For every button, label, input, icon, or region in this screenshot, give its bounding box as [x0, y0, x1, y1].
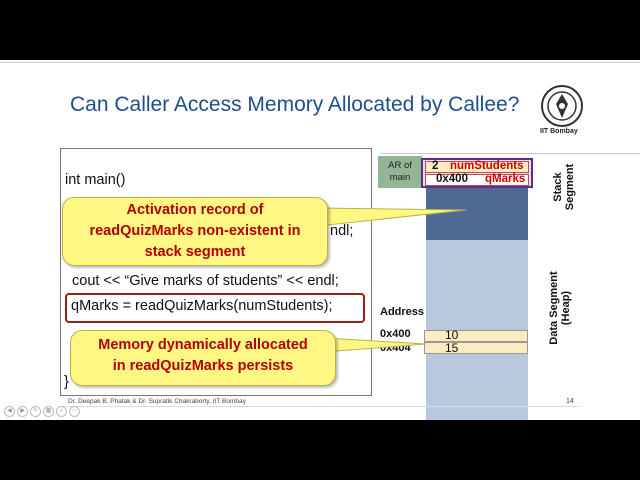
address-label: Address	[380, 306, 425, 318]
iit-bombay-logo-icon	[541, 85, 583, 127]
bottom-rule	[60, 406, 580, 407]
callout-pointers	[317, 207, 467, 353]
footer-credits: Dr. Deepak B. Phatak & Dr. Supratik Chak…	[68, 398, 246, 405]
numstudents-value: 2	[432, 160, 439, 172]
top-rule	[0, 62, 640, 63]
page-number: 14	[566, 398, 574, 405]
more-icon[interactable]: ⋯	[69, 406, 80, 417]
qmarks-value: 0x400	[436, 173, 468, 185]
heap-value-0: 10	[445, 328, 459, 342]
heap-value-1: 15	[445, 341, 459, 355]
stack-row-qmarks	[425, 174, 529, 186]
code-line-main: int main()	[65, 172, 126, 188]
code-line-qmarks: qMarks = readQuizMarks(numStudents);	[71, 298, 333, 314]
zoom-icon[interactable]: ⌕	[56, 406, 67, 417]
heap-cell-0	[424, 330, 528, 342]
next-slide-icon[interactable]: ▶	[17, 406, 28, 417]
slide-title: Can Caller Access Memory Allocated by Ca…	[70, 93, 520, 116]
heap-address-0: 0x400	[380, 328, 411, 340]
slide: Can Caller Access Memory Allocated by Ca…	[0, 60, 640, 420]
numstudents-name: numStudents	[450, 160, 524, 172]
slides-icon[interactable]: ▦	[43, 406, 54, 417]
stack-row-numstudents	[425, 161, 529, 173]
prev-slide-icon[interactable]: ◀	[4, 406, 15, 417]
callout-activation-record: Activation record of readQuizMarks non-e…	[62, 197, 328, 266]
divider-line	[380, 153, 640, 154]
pen-icon[interactable]: ✎	[30, 406, 41, 417]
callout-memory-persists: Memory dynamically allocated in readQuiz…	[70, 330, 336, 386]
heap-cell-1	[424, 342, 528, 354]
code-line-close: }	[64, 374, 69, 390]
code-line-endl: ndl;	[330, 223, 354, 239]
highlight-box	[65, 293, 365, 323]
logo-text: IIT Bombay	[540, 128, 578, 135]
ar-of-main-label: AR of main	[378, 156, 422, 188]
qmarks-name: qMarks	[485, 173, 526, 185]
code-line-cout: cout << “Give marks of students” << endl…	[72, 273, 339, 289]
